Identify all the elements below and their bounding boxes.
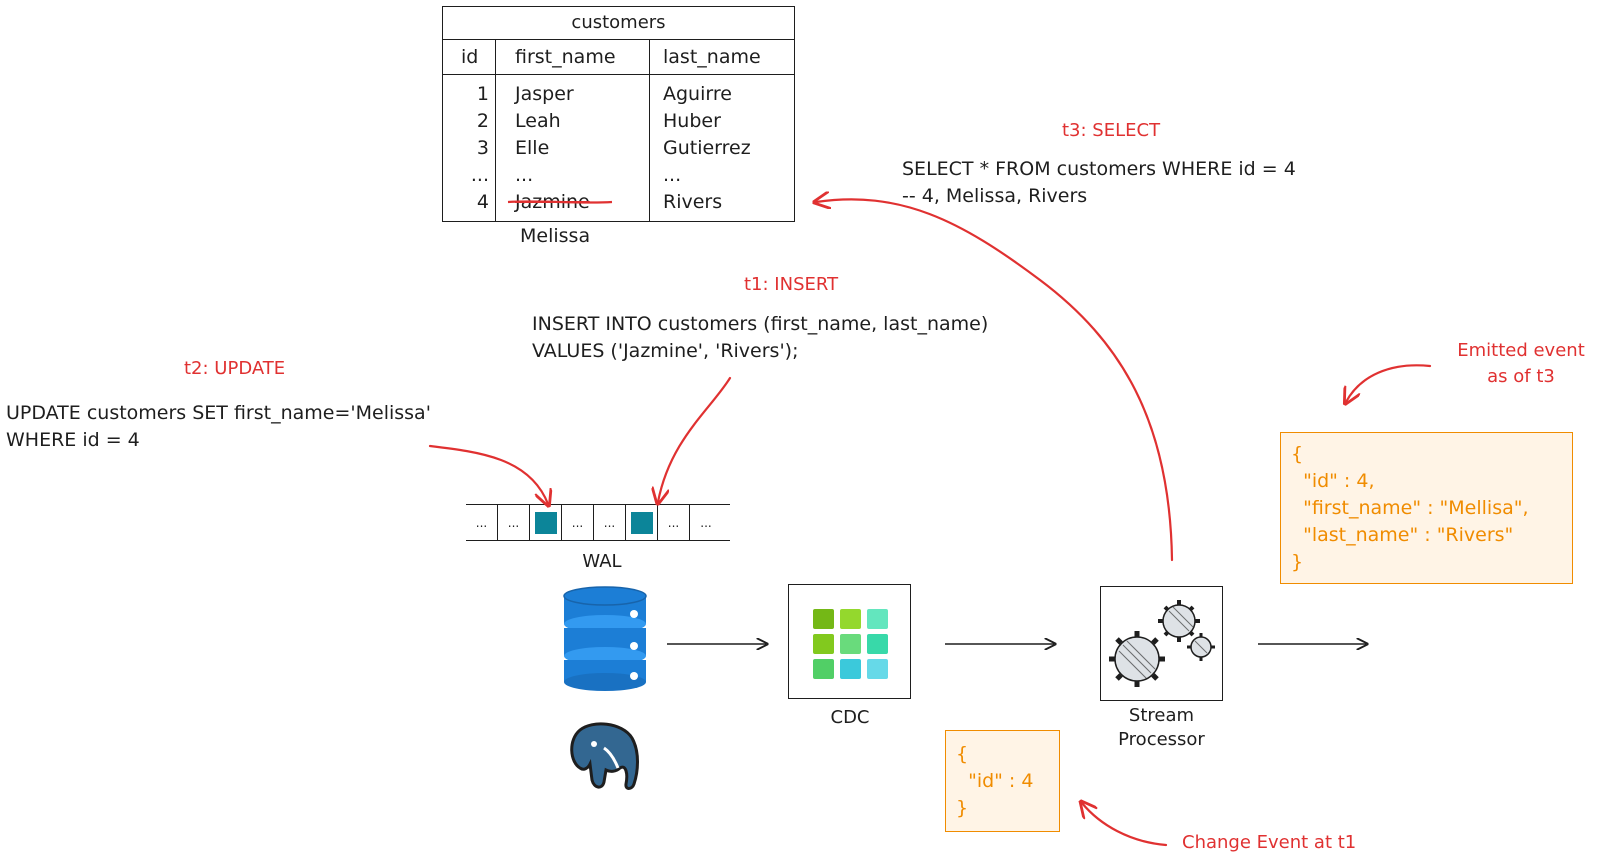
json-line: { [956, 743, 969, 765]
wal-cell-highlighted [530, 505, 562, 540]
table-cell: Leah [515, 110, 561, 132]
wal-cell: ... [594, 505, 626, 540]
json-line: } [956, 797, 969, 819]
emitted-caption: Emitted event as of t3 [1446, 338, 1596, 390]
wal-cell: ... [562, 505, 594, 540]
change-event-json: { "id" : 4 } [945, 730, 1060, 832]
database-icon [563, 586, 647, 691]
t2-label: t2: UPDATE [184, 358, 286, 379]
table-header: id first_name last_name [443, 40, 794, 75]
table-cell: 4 [476, 191, 489, 213]
table-cell: 1 [476, 83, 489, 105]
header-id: id [461, 46, 479, 68]
json-line: } [1291, 551, 1304, 573]
table-cell: ... [515, 164, 534, 186]
t1-label: t1: INSERT [744, 274, 839, 295]
update-statement: UPDATE customers SET first_name='Melissa… [6, 402, 431, 424]
update-where: WHERE id = 4 [6, 429, 140, 451]
emitted-caption-arrow [1346, 364, 1432, 402]
table-cell: Gutierrez [663, 137, 751, 159]
json-line: { [1291, 443, 1304, 465]
json-line: "id" : 4 [956, 770, 1034, 792]
table-cell: Huber [663, 110, 721, 132]
cdc-grid-icon [813, 609, 888, 679]
emitted-caption-line: as of t3 [1487, 366, 1555, 387]
cdc-label: CDC [830, 707, 870, 728]
table-cell: Jasper [515, 83, 574, 105]
column-divider [649, 40, 650, 221]
emitted-caption-line: Emitted event [1457, 340, 1585, 361]
id-column: 1 2 3 ... 4 [461, 81, 489, 216]
strike-through-mark [507, 200, 613, 204]
column-divider [495, 40, 496, 221]
table-cell: ... [663, 164, 682, 186]
wal-cell-highlighted [626, 505, 658, 540]
insert-values: VALUES ('Jazmine', 'Rivers'); [532, 340, 799, 362]
t3-label: t3: SELECT [1062, 120, 1161, 141]
header-last-name: last_name [663, 46, 761, 68]
table-title: customers [443, 7, 794, 40]
change-event-caption: Change Event at t1 [1182, 832, 1357, 853]
table-cell: Elle [515, 137, 550, 159]
wal-cell: ... [498, 505, 530, 540]
wal-entry-update [534, 511, 557, 534]
table-cell: ... [470, 164, 489, 186]
select-result: -- 4, Melissa, Rivers [902, 185, 1088, 207]
cdc-node [788, 584, 911, 699]
replacement-value: Melissa [520, 225, 591, 247]
emitted-event-json: { "id" : 4, "first_name" : "Mellisa", "l… [1280, 432, 1573, 584]
insert-statement: INSERT INTO customers (first_name, last_… [532, 313, 989, 335]
table-cell: 3 [476, 137, 489, 159]
table-cell: Aguirre [663, 83, 732, 105]
last-name-column: Aguirre Huber Gutierrez ... Rivers [663, 81, 751, 216]
wal-label: WAL [582, 551, 622, 572]
table-cell: 2 [476, 110, 489, 132]
json-line: "last_name" : "Rivers" [1291, 524, 1514, 546]
wal-cell: ... [700, 515, 712, 530]
insert-arrow [658, 376, 732, 502]
header-first-name: first_name [515, 46, 616, 68]
table-cell: Rivers [663, 191, 723, 213]
json-line: "id" : 4, [1291, 470, 1375, 492]
update-arrow [428, 444, 548, 504]
select-arrow [816, 199, 1174, 562]
stream-processor-node [1100, 586, 1223, 701]
postgres-elephant-icon [570, 722, 639, 790]
wal-cell: ... [466, 505, 498, 540]
wal-cell: ... [658, 505, 690, 540]
change-caption-arrow [1082, 803, 1168, 847]
json-line: "first_name" : "Mellisa", [1291, 497, 1529, 519]
wal-entry-insert [630, 511, 653, 534]
select-statement: SELECT * FROM customers WHERE id = 4 [902, 158, 1296, 180]
wal-strip: ... ... ... ... ... ... [466, 504, 730, 541]
stream-processor-label: Stream Processor [1118, 705, 1205, 750]
gears-icon [1109, 600, 1215, 687]
